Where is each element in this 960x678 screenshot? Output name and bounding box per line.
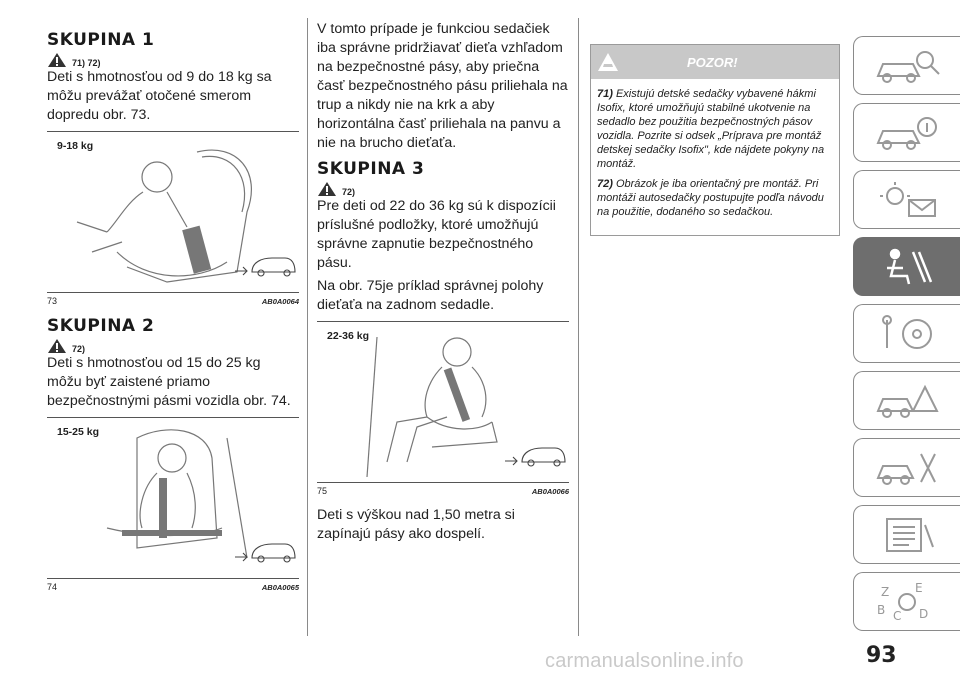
svg-text:Z: Z xyxy=(881,585,889,599)
warning-triangle-icon xyxy=(48,339,66,353)
warning-title: POZOR! xyxy=(687,54,738,70)
column-1: SKUPINA 1 71) 72) Deti s hmotnosťou od 9… xyxy=(47,30,299,602)
svg-text:B: B xyxy=(877,603,885,617)
booster-cushion-illustration xyxy=(366,336,566,478)
chapter-tab-car-knowledge[interactable] xyxy=(853,36,960,95)
warning-reference: 72) xyxy=(317,181,569,197)
figure-73: 9-18 kg xyxy=(47,131,299,293)
section-2-text: Deti s hmotnosťou od 15 do 25 kg môžu by… xyxy=(47,355,291,409)
figure-code: AB0A0064 xyxy=(261,297,299,306)
warning-reference: 71) 72) xyxy=(47,52,299,68)
chapter-tab-car-info[interactable] xyxy=(853,103,960,162)
section-heading-skupina-2: SKUPINA 2 xyxy=(47,316,155,336)
seat-function-text: V tomto prípade je funkciou sedačiek iba… xyxy=(317,21,568,151)
warning-light-message-icon xyxy=(879,181,936,217)
warning-box: POZOR! 71) Existujú detské sedačky vybav… xyxy=(590,44,840,236)
column-divider xyxy=(578,18,579,636)
svg-text:E: E xyxy=(915,581,923,595)
figure-caption: 74 AB0A0065 xyxy=(47,582,299,592)
warning-reference: 72) xyxy=(47,338,299,354)
car-icon xyxy=(235,257,296,277)
section-1-text: Deti s hmotnosťou od 9 do 18 kg sa môžu … xyxy=(47,69,272,123)
warning-item-text: Existujú detské sedačky vybavené hákmi I… xyxy=(597,88,825,170)
adult-belt-text: Deti s výškou nad 1,50 metra si zapínajú… xyxy=(317,507,515,542)
figure-74: 15-25 kg xyxy=(47,417,299,579)
chapter-tab-emergency[interactable] xyxy=(853,371,960,430)
section-3-text: Pre deti od 22 do 36 kg sú k dispozícii … xyxy=(317,198,556,271)
warning-triangle-icon xyxy=(318,182,336,196)
road-warning-icon xyxy=(876,384,939,418)
figure-75: 22-36 kg xyxy=(317,321,569,483)
warning-item-text: Obrázok je iba orientačný pre montáž. Pr… xyxy=(597,178,824,218)
car-icon xyxy=(505,447,566,467)
warning-item-number: 71) xyxy=(597,88,613,100)
chapter-tab-warning-lights[interactable] xyxy=(853,170,960,229)
watermark: carmanualsonline.info xyxy=(545,650,744,672)
warning-ref-numbers: 72) xyxy=(342,187,356,197)
section-heading-skupina-1: SKUPINA 1 xyxy=(47,30,155,50)
svg-text:D: D xyxy=(919,607,928,621)
warning-body: 71) Existujú detské sedačky vybavené hák… xyxy=(591,79,839,235)
figure-code: AB0A0066 xyxy=(531,487,569,496)
warning-item-number: 72) xyxy=(597,178,613,190)
car-icon xyxy=(235,543,296,563)
seat-airbag-icon xyxy=(886,248,932,284)
technical-data-list-icon xyxy=(885,517,934,552)
chapter-tab-starting-driving[interactable] xyxy=(853,304,960,363)
figure-caption: 75 AB0A0066 xyxy=(317,486,569,496)
section-3-text-example: Na obr. 75je príklad správnej polohy die… xyxy=(317,278,544,313)
weight-label: 9-18 kg xyxy=(57,140,94,152)
svg-text:C: C xyxy=(893,609,901,623)
figure-caption: 73 AB0A0064 xyxy=(47,296,299,306)
column-2: V tomto prípade je funkciou sedačiek iba… xyxy=(317,20,569,548)
column-3: POZOR! 71) Existujú detské sedačky vybav… xyxy=(590,44,840,236)
weight-label: 22-36 kg xyxy=(327,330,370,342)
warning-ref-numbers: 71) 72) xyxy=(72,58,101,68)
page-number: 93 xyxy=(866,643,897,668)
figure-number: 75 xyxy=(317,486,328,496)
child-seat-forward-illustration xyxy=(76,149,296,283)
figure-number: 73 xyxy=(47,296,58,306)
car-service-tools-icon xyxy=(876,453,936,485)
figure-code: AB0A0065 xyxy=(261,583,299,592)
warning-ref-numbers: 72) xyxy=(72,344,86,354)
warning-item: 72) Obrázok je iba orientačný pre montáž… xyxy=(597,177,833,219)
figure-number: 74 xyxy=(47,582,58,592)
weight-label: 15-25 kg xyxy=(57,426,100,438)
car-info-icon xyxy=(876,116,937,150)
warning-header: POZOR! xyxy=(591,45,839,79)
key-steering-wheel-icon xyxy=(881,314,932,349)
warning-triangle-icon xyxy=(48,53,66,67)
chapter-tab-safety[interactable] xyxy=(853,237,960,296)
car-warning-icon xyxy=(598,53,618,71)
warning-item: 71) Existujú detské sedačky vybavené hák… xyxy=(597,87,833,171)
section-heading-skupina-3: SKUPINA 3 xyxy=(317,159,425,179)
chapter-tab-maintenance[interactable] xyxy=(853,438,960,497)
booster-seat-illustration xyxy=(106,429,296,563)
chapter-tab-technical-data[interactable] xyxy=(853,505,960,564)
car-search-icon xyxy=(876,50,940,83)
column-divider xyxy=(307,18,308,636)
